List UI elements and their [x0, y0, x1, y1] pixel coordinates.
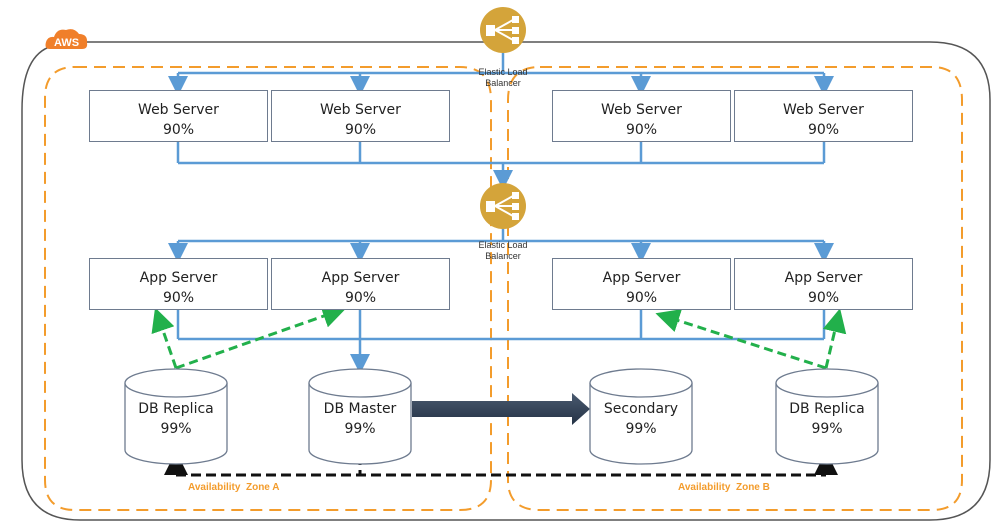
availability-zone-a-label: Availability Zone A: [188, 482, 280, 493]
elb-label-middle: Elastic Load Balancer: [463, 240, 543, 262]
app-server-box: App Server 90%: [271, 258, 450, 310]
elb-icon-top: [480, 7, 526, 53]
web-server-box: Web Server 90%: [552, 90, 731, 142]
server-name: App Server: [321, 270, 400, 286]
web-server-box: Web Server 90%: [271, 90, 450, 142]
elb-to-app-links: [168, 225, 834, 263]
replica-read-links: [151, 304, 847, 370]
elb-label-line1: Elastic Load: [478, 240, 528, 250]
secondary-cylinder: [589, 368, 693, 465]
aws-cloud-icon: [45, 29, 88, 49]
availability-zone-b-boundary: [507, 66, 963, 511]
db-availability: 99%: [811, 421, 843, 437]
availability-zone-a-boundary: [44, 66, 492, 511]
availability-zone-b-label: Availability Zone B: [678, 482, 770, 493]
db-replica-b-label: DB Replica 99%: [777, 399, 877, 439]
db-master-label: DB Master 99%: [310, 399, 410, 439]
elb-label-line1: Elastic Load: [478, 67, 528, 77]
db-name: Secondary: [603, 401, 679, 417]
elb-to-web-links: [168, 48, 834, 96]
db-master-cylinder: [308, 368, 412, 465]
db-availability: 99%: [344, 421, 376, 437]
db-name: DB Replica: [138, 401, 214, 417]
server-utilization: 90%: [807, 290, 840, 306]
server-utilization: 90%: [344, 122, 377, 138]
server-name: Web Server: [783, 102, 864, 118]
db-cylinders: [124, 368, 879, 465]
elb-label-line2: Balancer: [485, 251, 521, 261]
elb-label-top: Elastic Load Balancer: [463, 67, 543, 89]
server-name: Web Server: [320, 102, 401, 118]
web-server-box: Web Server 90%: [89, 90, 268, 142]
db-availability: 99%: [625, 421, 657, 437]
server-utilization: 90%: [162, 290, 195, 306]
server-utilization: 90%: [625, 122, 658, 138]
server-name: App Server: [784, 270, 863, 286]
aws-label: AWS: [54, 37, 80, 49]
server-utilization: 90%: [344, 290, 377, 306]
secondary-db-label: Secondary 99%: [591, 399, 691, 439]
app-server-box: App Server 90%: [89, 258, 268, 310]
server-utilization: 90%: [162, 122, 195, 138]
server-name: App Server: [139, 270, 218, 286]
elb-icon-middle: [480, 183, 526, 229]
server-utilization: 90%: [807, 122, 840, 138]
server-name: Web Server: [138, 102, 219, 118]
web-to-elb-links: [176, 141, 826, 190]
server-name: Web Server: [601, 102, 682, 118]
web-server-box: Web Server 90%: [734, 90, 913, 142]
replication-sync-links: [164, 451, 838, 477]
server-utilization: 90%: [625, 290, 658, 306]
db-replica-a-cylinder: [124, 368, 228, 465]
db-replica-b-cylinder: [775, 368, 879, 465]
server-name: App Server: [602, 270, 681, 286]
db-name: DB Master: [323, 401, 397, 417]
aws-cloud-boundary: [21, 41, 991, 521]
failover-arrow: [412, 393, 590, 425]
db-availability: 99%: [160, 421, 192, 437]
db-name: DB Replica: [789, 401, 865, 417]
elb-label-line2: Balancer: [485, 78, 521, 88]
db-replica-a-label: DB Replica 99%: [126, 399, 226, 439]
app-server-box: App Server 90%: [552, 258, 731, 310]
app-server-box: App Server 90%: [734, 258, 913, 310]
